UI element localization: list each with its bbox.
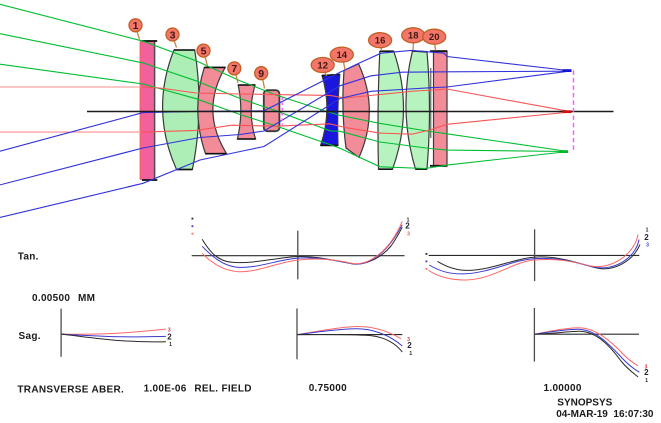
svg-text:5: 5 — [201, 45, 207, 57]
svg-text:TRANSVERSE ABER.: TRANSVERSE ABER. — [17, 385, 124, 396]
svg-text:3: 3 — [645, 365, 648, 371]
svg-text:SYNOPSYS: SYNOPSYS — [557, 398, 612, 409]
svg-text:1: 1 — [409, 351, 412, 357]
svg-text:3: 3 — [407, 337, 410, 343]
svg-text:2: 2 — [167, 333, 172, 342]
svg-text:16: 16 — [375, 36, 386, 47]
svg-text:3: 3 — [646, 243, 649, 249]
svg-text:1.00000: 1.00000 — [544, 383, 582, 394]
svg-text:0.75000: 0.75000 — [309, 383, 347, 394]
svg-text:1: 1 — [407, 218, 410, 224]
svg-text:0.00500: 0.00500 — [32, 293, 70, 304]
svg-text:1: 1 — [646, 228, 649, 234]
svg-text:Tan.: Tan. — [18, 252, 39, 263]
svg-text:04-MAR-19 16:07:30: 04-MAR-19 16:07:30 — [556, 409, 654, 420]
svg-text:18: 18 — [408, 31, 419, 42]
svg-text:1: 1 — [645, 378, 648, 384]
svg-text:9: 9 — [258, 68, 264, 80]
svg-text:7: 7 — [231, 63, 237, 75]
svg-text:2: 2 — [644, 368, 649, 377]
svg-text:14: 14 — [337, 50, 348, 61]
svg-text:3: 3 — [168, 328, 171, 334]
svg-text:Sag.: Sag. — [19, 331, 41, 342]
svg-text:2: 2 — [405, 222, 410, 231]
svg-text:MM: MM — [78, 293, 95, 304]
svg-text:2: 2 — [407, 341, 412, 350]
svg-text:1.00E-06: 1.00E-06 — [144, 384, 187, 395]
svg-text:3: 3 — [170, 29, 176, 41]
svg-text:1: 1 — [133, 20, 139, 32]
svg-text:20: 20 — [429, 32, 440, 43]
svg-text:2: 2 — [644, 233, 649, 242]
svg-text:12: 12 — [317, 60, 328, 71]
svg-text:3: 3 — [407, 232, 410, 238]
svg-text:1: 1 — [169, 342, 172, 348]
svg-text:REL. FIELD: REL. FIELD — [194, 384, 251, 395]
